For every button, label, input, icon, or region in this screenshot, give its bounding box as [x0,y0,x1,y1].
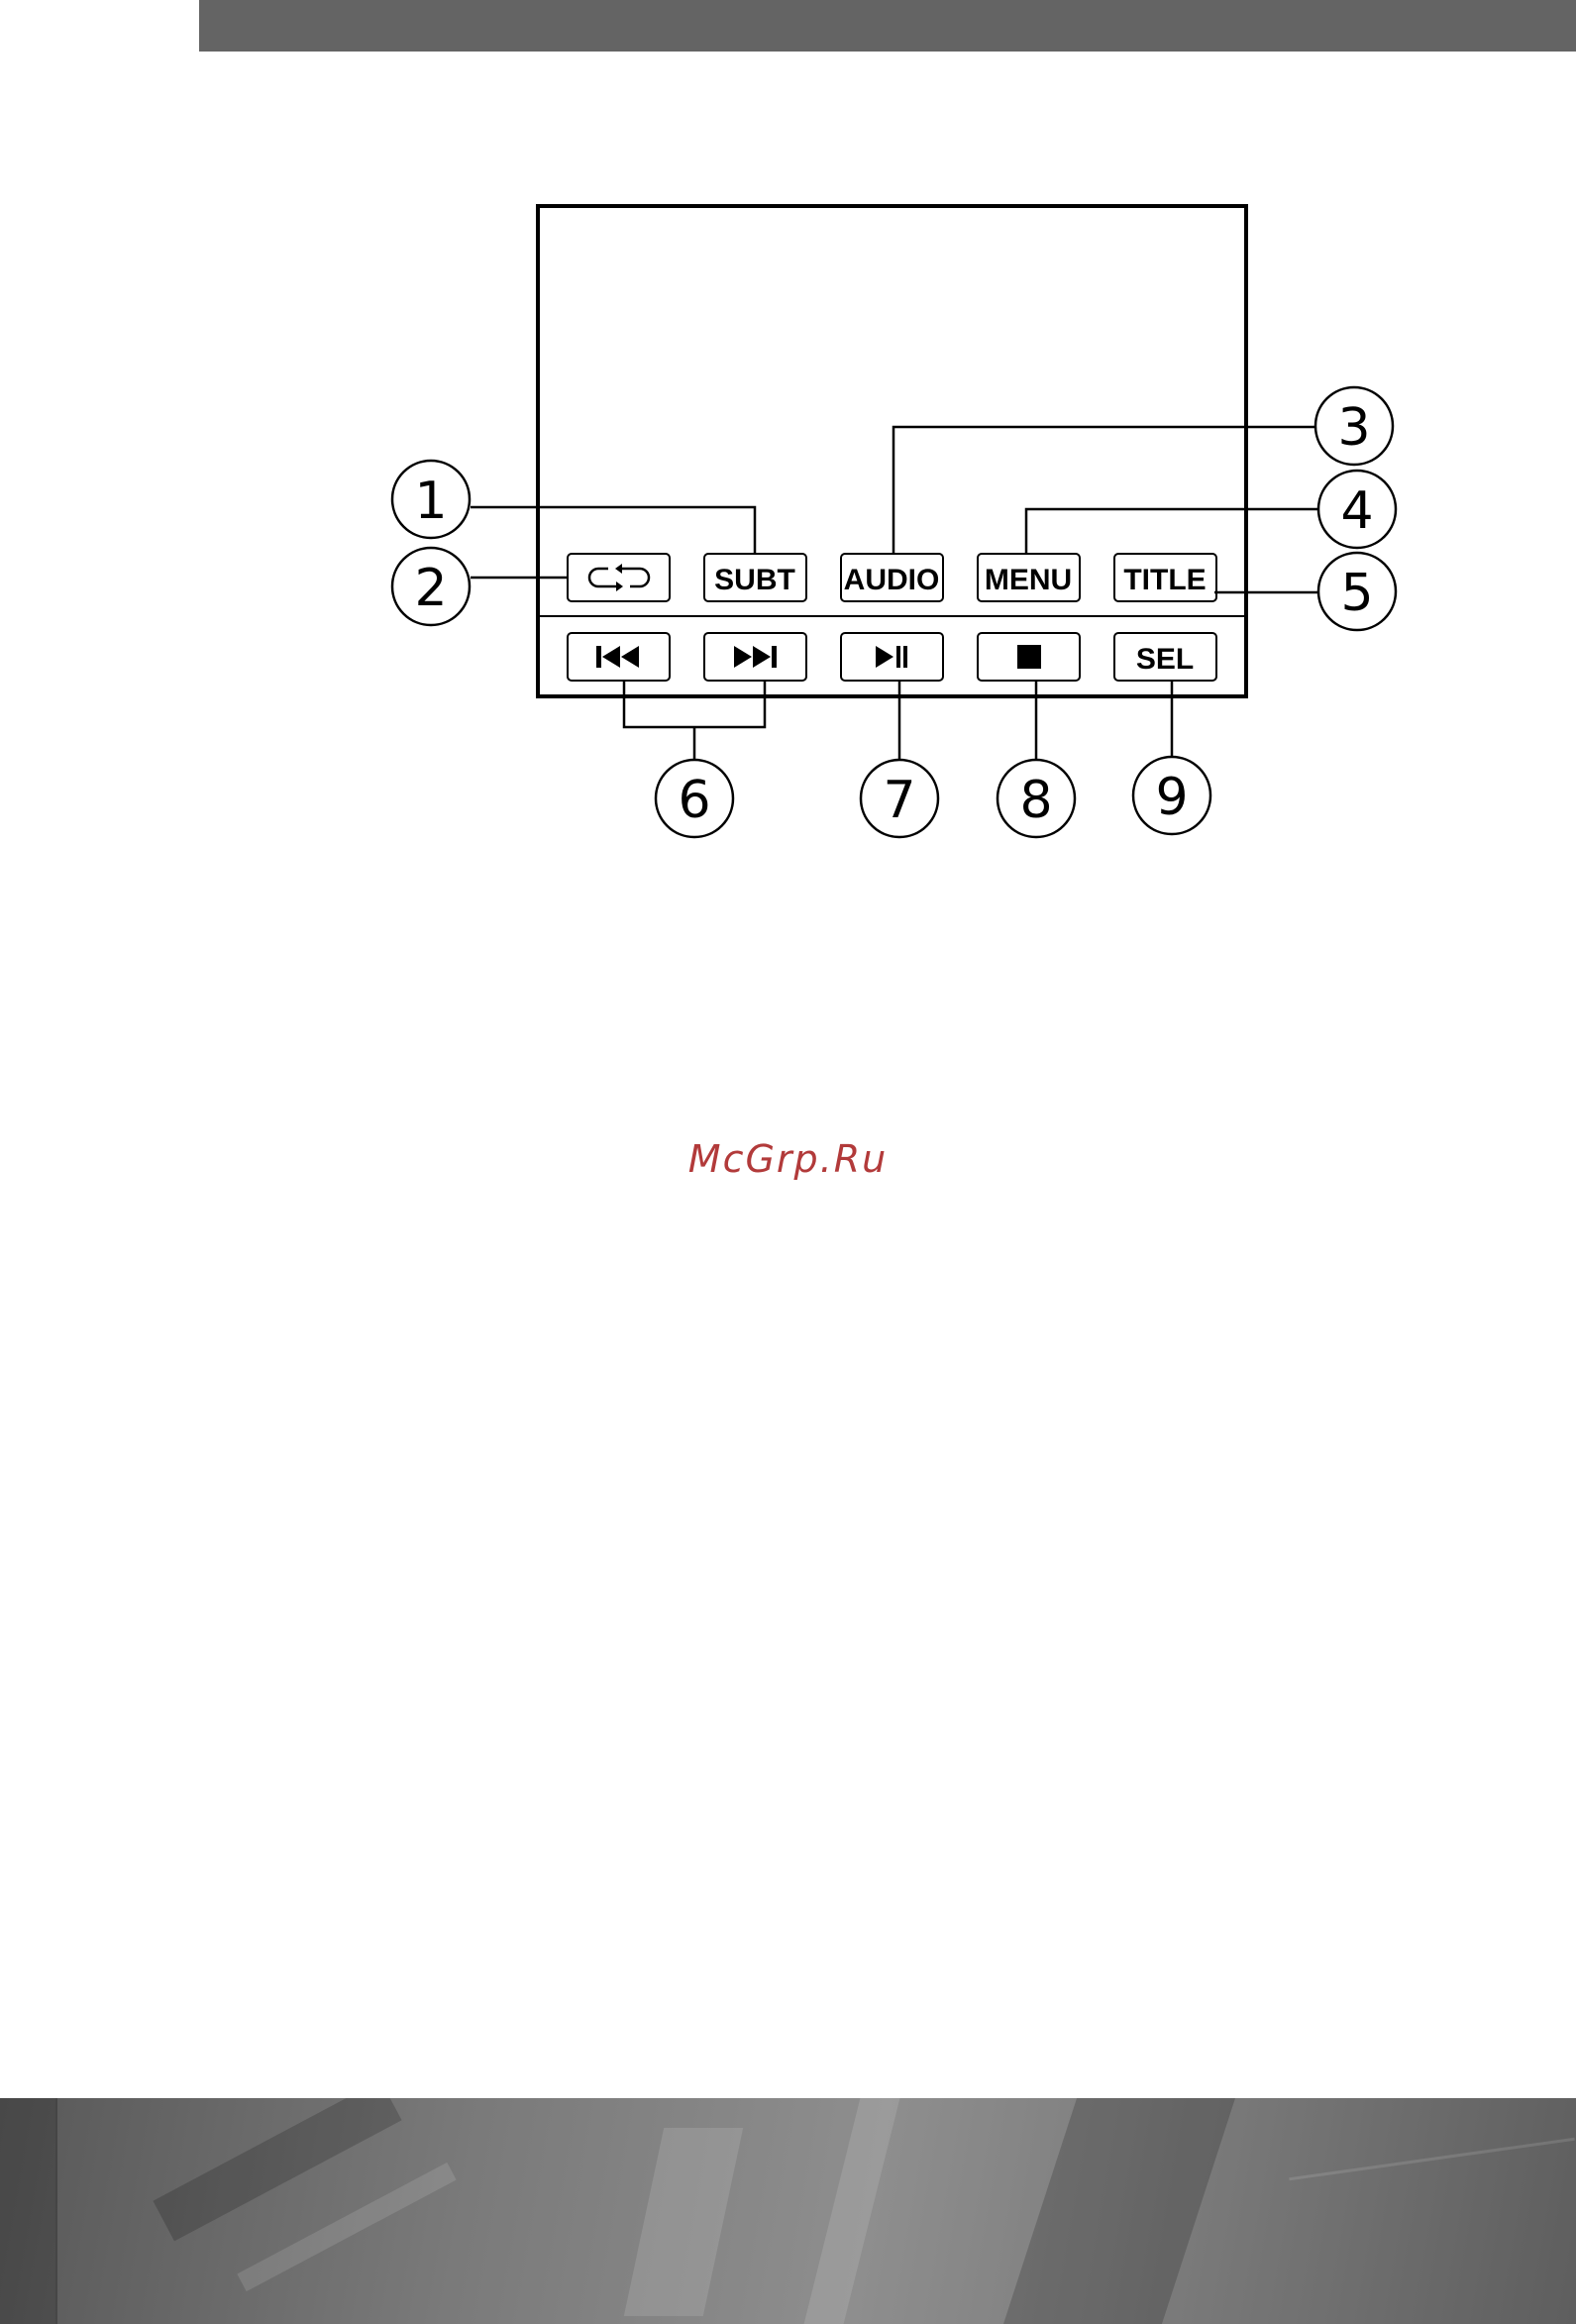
sel-button[interactable]: SEL [1114,633,1216,681]
callout-6: 6 [656,760,733,837]
sel-label: SEL [1136,643,1194,676]
menu-label: MENU [985,564,1072,596]
callout-5: 5 [1318,553,1396,630]
audio-button[interactable]: AUDIO [841,554,943,601]
callout-2: 2 [392,548,470,625]
callout-4-number: 4 [1340,481,1373,541]
callout-1: 1 [392,461,470,538]
title-button[interactable]: TITLE [1114,554,1216,601]
callout-3-number: 3 [1337,398,1370,458]
callout-8-number: 8 [1019,771,1052,830]
subt-label: SUBT [714,564,795,596]
previous-track-button[interactable] [568,633,670,681]
stop-icon [1017,645,1041,669]
watermark-text: McGrp.Ru [0,1137,1576,1181]
callout-9-number: 9 [1155,768,1188,827]
screen-frame [538,206,1246,696]
callout-4: 4 [1318,471,1396,548]
play-pause-button[interactable] [841,633,943,681]
footer-decorative-band [0,2098,1576,2324]
callout-2-number: 2 [414,559,447,618]
repeat-button[interactable] [568,554,670,601]
audio-label: AUDIO [844,564,940,596]
menu-button[interactable]: MENU [978,554,1080,601]
callout-1-number: 1 [414,472,447,531]
title-label: TITLE [1123,564,1206,596]
stop-button[interactable] [978,633,1080,681]
callout-7: 7 [861,760,938,837]
subt-button[interactable]: SUBT [704,554,806,601]
callout-6-number: 6 [678,771,710,830]
callout-8: 8 [998,760,1075,837]
callout-9: 9 [1133,757,1210,834]
next-track-button[interactable] [704,633,806,681]
callout-7-number: 7 [883,771,915,830]
callout-5-number: 5 [1340,564,1373,623]
callout-3: 3 [1315,387,1393,465]
control-panel-diagram: SUBT AUDIO MENU TITLE [0,0,1576,892]
